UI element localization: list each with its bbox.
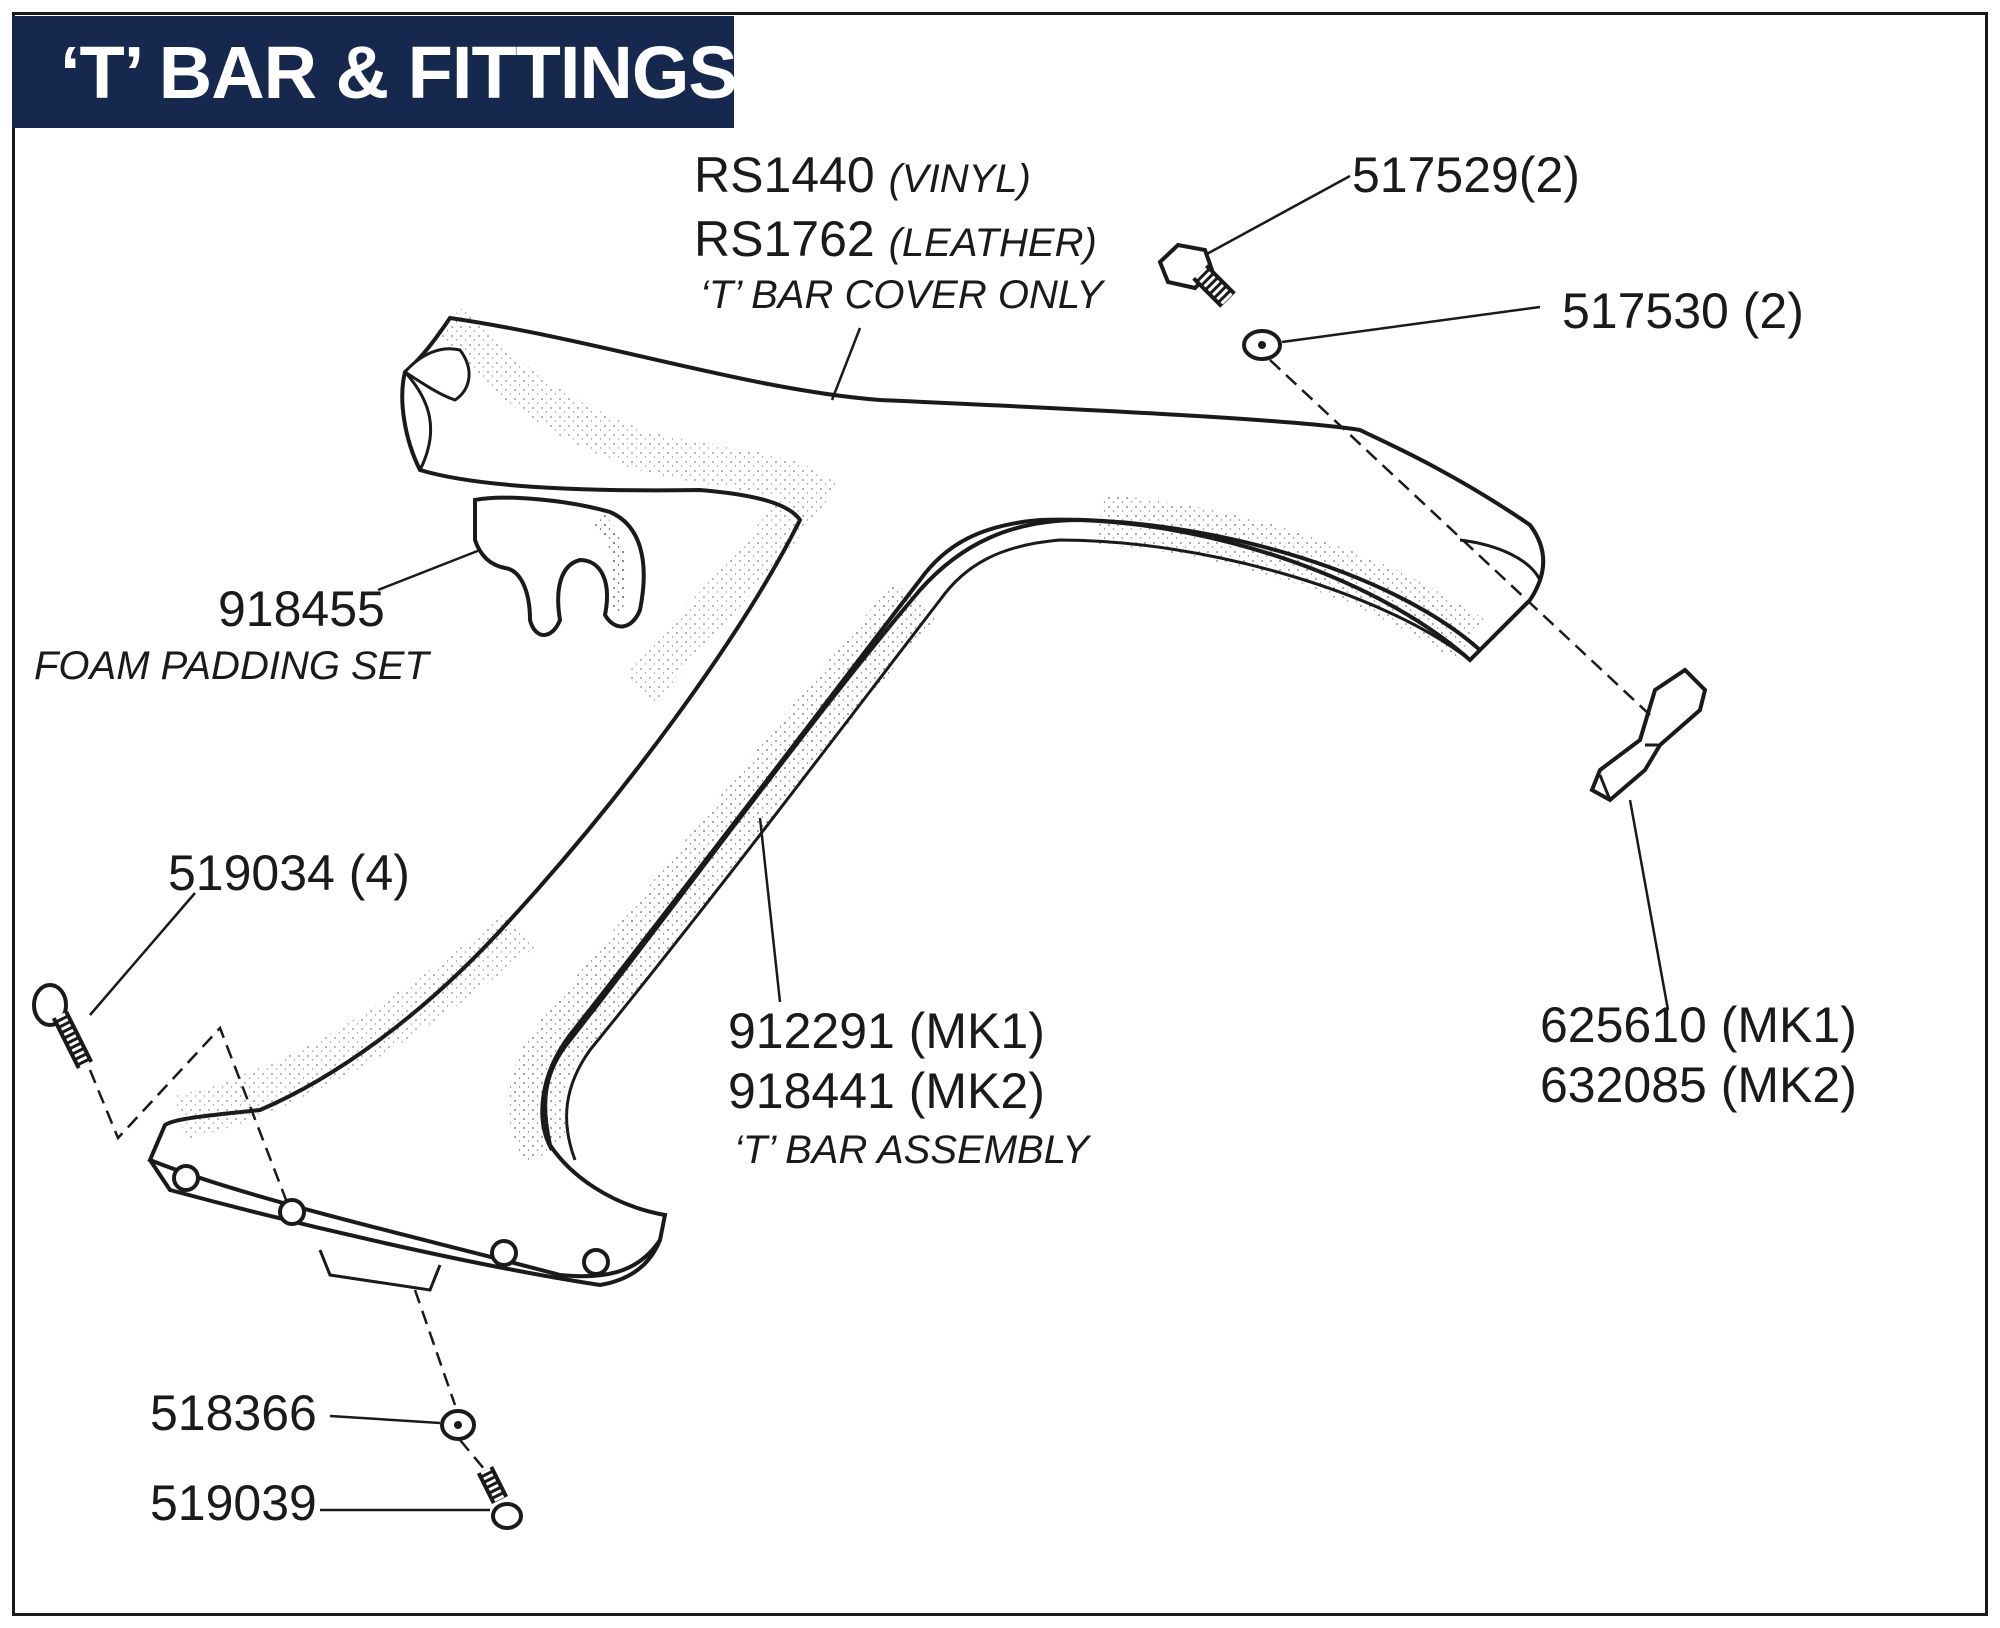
diagram-frame xyxy=(12,12,1988,1616)
bracket-mk1-part-number: 625610 (MK1) xyxy=(1540,997,1857,1053)
leader-bracket xyxy=(1628,799,1670,1011)
assembly-mk1-part-number: 912291 (MK1) xyxy=(728,1003,1045,1059)
leader-foam xyxy=(377,548,481,592)
cover-vinyl-note: (VINYL) xyxy=(888,157,1031,201)
washer-part-number: 517530 (2) xyxy=(1562,283,1804,339)
leader-front-screw xyxy=(89,892,196,1016)
flange-holes xyxy=(172,1164,610,1276)
foam-part-number: 918455 xyxy=(218,581,385,637)
bolt-drawing xyxy=(1157,242,1236,308)
leader-assembly xyxy=(758,817,782,1003)
cover-vinyl-part-number: RS1440 xyxy=(694,147,875,203)
leader-washer xyxy=(1281,305,1541,344)
lower-washer-part-number: 518366 xyxy=(150,1385,317,1441)
leader-cover xyxy=(830,327,862,401)
page-title: ‘T’ BAR & FITTINGS xyxy=(60,31,738,114)
leader-lines xyxy=(89,174,1670,1512)
cover-leather-part-number: RS1762 xyxy=(694,211,875,267)
bracket-mk2-part-number: 632085 (MK2) xyxy=(1540,1057,1857,1113)
lower-screw-part-number: 519039 xyxy=(150,1475,317,1531)
washer-drawing xyxy=(1242,329,1282,361)
assembly-description: ‘T’ BAR ASSEMBLY xyxy=(734,1128,1089,1172)
bracket-drawing xyxy=(1589,667,1708,803)
lower-screw-drawing xyxy=(476,1465,523,1530)
cover-leather-note: (LEATHER) xyxy=(888,221,1097,265)
title-banner: ‘T’ BAR & FITTINGS xyxy=(12,16,738,128)
front-screw-part-number: 519034 (4) xyxy=(168,845,410,901)
assembly-mk2-part-number: 918441 (MK2) xyxy=(728,1063,1045,1119)
assembly-dash-lines xyxy=(88,359,1651,1471)
bolt-part-number: 517529(2) xyxy=(1352,147,1580,203)
cover-description: ‘T’ BAR COVER ONLY xyxy=(700,273,1104,317)
foam-padding-drawing xyxy=(473,495,646,637)
foam-description: FOAM PADDING SET xyxy=(34,644,429,688)
lower-washer-drawing xyxy=(440,1409,476,1441)
front-screw-drawing xyxy=(32,983,94,1070)
leader-lower-washer xyxy=(329,1414,441,1425)
t-bar-assembly-drawing xyxy=(147,305,1546,1292)
leader-bolt xyxy=(1204,174,1351,257)
